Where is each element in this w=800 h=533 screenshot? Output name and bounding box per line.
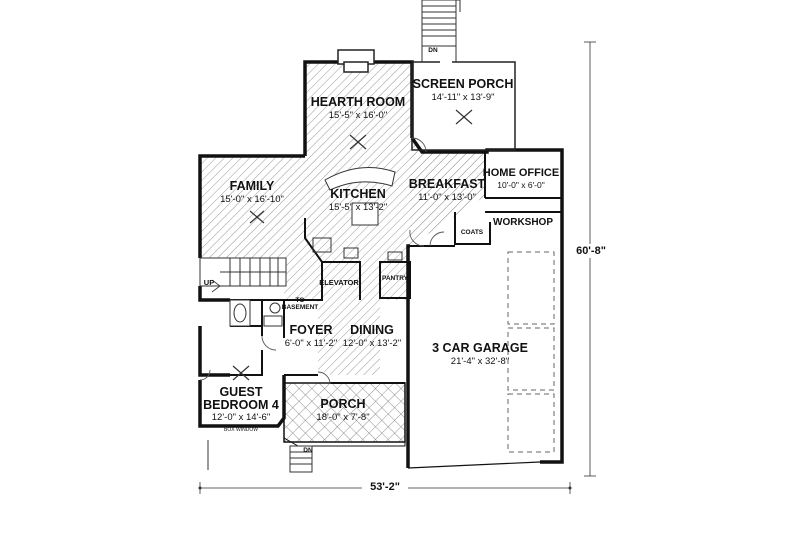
- room-label-guest-bedroom: GUEST BEDROOM 4 12'-0" x 14'-6": [203, 386, 279, 423]
- label-to-basement: TO BASEMENT: [281, 297, 319, 311]
- room-name: HEARTH ROOM: [310, 95, 406, 109]
- garage-doors: [507, 251, 555, 453]
- porch-crosshatch: [284, 383, 405, 442]
- family-stair: [199, 257, 287, 293]
- room-name: BREAKFAST: [408, 177, 486, 191]
- fireplace: [337, 49, 375, 73]
- room-label-family: FAMILY 15'-0" x 16'-10": [220, 180, 284, 204]
- room-name: SCREEN PORCH: [412, 77, 514, 91]
- room-label-kitchen: KITCHEN 15'-5" x 13'-2": [329, 188, 387, 212]
- label-pantry: PANTRY: [382, 275, 408, 282]
- label-box-window: BOX WINDOW: [224, 427, 258, 433]
- room-dims: 12'-0" x 13'-2": [342, 337, 402, 349]
- kitchen-fixtures: [312, 167, 403, 261]
- room-label-hearth-room: HEARTH ROOM 15'-5" x 16'-0": [311, 96, 405, 120]
- room-dims: 14'-11" x 13'-9": [431, 91, 495, 103]
- room-dims: 18'-0" x 7'-8": [316, 411, 370, 423]
- breakfast-hatch: [410, 150, 485, 246]
- overall-width-label: 53'-2": [370, 481, 400, 493]
- room-name: FAMILY: [229, 179, 275, 193]
- room-label-screen-porch: SCREEN PORCH 14'-11" x 13'-9": [413, 78, 514, 102]
- screen-porch-walls: [411, 61, 516, 151]
- room-label-foyer: FOYER 6'-0" x 11'-2": [285, 324, 337, 348]
- room-label-dining: DINING 12'-0" x 13'-2": [343, 324, 401, 348]
- room-dims: 15'-0" x 16'-10": [220, 193, 284, 205]
- room-dims: 15'-5" x 13'-2": [328, 201, 388, 213]
- label-coats: COATS: [460, 229, 484, 236]
- room-dims: 10'-0" x 6'-0": [497, 180, 545, 190]
- ceiling-fan-icon: [232, 109, 473, 381]
- interior-walls: [200, 152, 562, 384]
- porch-steps: [207, 440, 313, 473]
- top-stair: [421, 0, 461, 62]
- room-name: PORCH: [320, 397, 366, 411]
- room-dims: 15'-5" x 16'-0": [328, 109, 388, 121]
- room-name: KITCHEN: [330, 187, 386, 201]
- room-label-workshop: WORKSHOP: [493, 217, 553, 228]
- exterior-walls: [198, 60, 564, 469]
- dim-label-bg: [362, 480, 408, 494]
- room-dims: 21'-4" x 32'-8": [450, 355, 510, 367]
- room-dims: 6'-0" x 11'-2": [284, 337, 338, 349]
- room-name-line1: GUEST: [219, 385, 263, 399]
- label-up: UP: [203, 278, 215, 287]
- room-label-breakfast: BREAKFAST 11'-0" x 13'-0": [409, 178, 485, 202]
- room-label-porch: PORCH 18'-0" x 7'-8": [316, 398, 369, 422]
- label-dn-top: DN: [428, 47, 438, 54]
- room-name: HOME OFFICE: [482, 167, 560, 179]
- room-name: DINING: [350, 323, 394, 337]
- dim-label-bg: [575, 244, 607, 258]
- label-basement: BASEMENT: [281, 303, 319, 311]
- door-swings: [199, 137, 445, 385]
- label-to: TO: [295, 297, 305, 304]
- bath-fixtures: [229, 299, 283, 327]
- room-dims: 12'-0" x 14'-6": [211, 412, 271, 423]
- room-name-line2: BEDROOM 4: [203, 397, 279, 412]
- room-dims: 11'-0" x 13'-0": [418, 191, 476, 203]
- room-name: 3 CAR GARAGE: [432, 341, 528, 355]
- label-dn-bottom: DN: [303, 447, 313, 454]
- room-label-home-office: HOME OFFICE 10'-0" x 6'-0": [483, 168, 559, 190]
- room-label-garage: 3 CAR GARAGE 21'-4" x 32'-8": [432, 342, 528, 366]
- room-name: FOYER: [289, 323, 333, 337]
- overall-depth-label: 60'-8": [576, 245, 606, 257]
- label-elevator: ELEVATOR: [319, 278, 359, 287]
